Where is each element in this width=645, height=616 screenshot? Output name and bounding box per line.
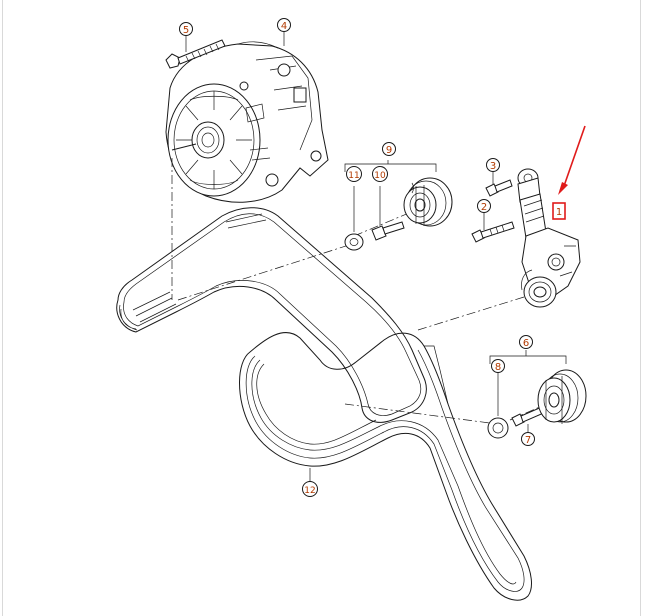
bolt-10[interactable]: [371, 186, 405, 241]
callout-7[interactable]: 7: [521, 432, 535, 447]
left-border-line: [2, 0, 3, 616]
callout-10[interactable]: 10: [372, 166, 388, 182]
callout-9[interactable]: 9: [382, 142, 396, 157]
belt-small[interactable]: [239, 332, 532, 601]
callout-2-label: 2: [481, 202, 487, 213]
callout-1-label: 1: [556, 207, 562, 218]
callout-11-label: 11: [348, 171, 359, 181]
callout-6[interactable]: 6: [519, 335, 533, 350]
callout-1[interactable]: 1: [556, 207, 562, 218]
axis-line-pulley-9: [353, 204, 429, 237]
pulley-6[interactable]: [537, 369, 587, 424]
tensioner-1[interactable]: [517, 168, 581, 308]
callout-8[interactable]: 8: [491, 359, 505, 374]
callout-12[interactable]: 12: [302, 468, 318, 497]
axis-line-belt: [177, 243, 353, 301]
washer-8[interactable]: [487, 372, 509, 439]
pulley-9[interactable]: [403, 177, 453, 227]
callout-4-label: 4: [281, 21, 287, 32]
callout-4[interactable]: 4: [277, 18, 291, 47]
callout-3-label: 3: [490, 161, 496, 172]
callout-8-label: 8: [495, 362, 501, 373]
callout-7-label: 7: [525, 435, 531, 446]
highlight-arrowhead: [558, 182, 568, 195]
callout-2[interactable]: 2: [477, 199, 491, 231]
callout-6-label: 6: [523, 338, 529, 349]
axis-line-lower: [344, 403, 506, 426]
axis-line-tensioner: [417, 291, 541, 331]
bolt-2[interactable]: [471, 221, 515, 243]
washer-11[interactable]: [344, 186, 364, 251]
callout-5-label: 5: [183, 25, 189, 36]
callout-9-label: 9: [386, 145, 392, 156]
callout-11[interactable]: 11: [346, 166, 362, 182]
bolt-3[interactable]: [485, 179, 513, 197]
right-border-line: [640, 0, 641, 616]
bracket-6: [489, 350, 567, 364]
belt-large[interactable]: [116, 207, 427, 423]
highlight-arrow: [563, 125, 586, 187]
bracket-9: [344, 160, 437, 172]
highlight-box: [552, 202, 566, 220]
callout-5[interactable]: 5: [179, 22, 193, 53]
callout-10-label: 10: [374, 171, 386, 181]
bolt-5[interactable]: [165, 39, 226, 69]
alternator[interactable]: [165, 41, 329, 203]
callout-3[interactable]: 3: [486, 158, 500, 185]
callout-12-label: 12: [304, 486, 315, 496]
